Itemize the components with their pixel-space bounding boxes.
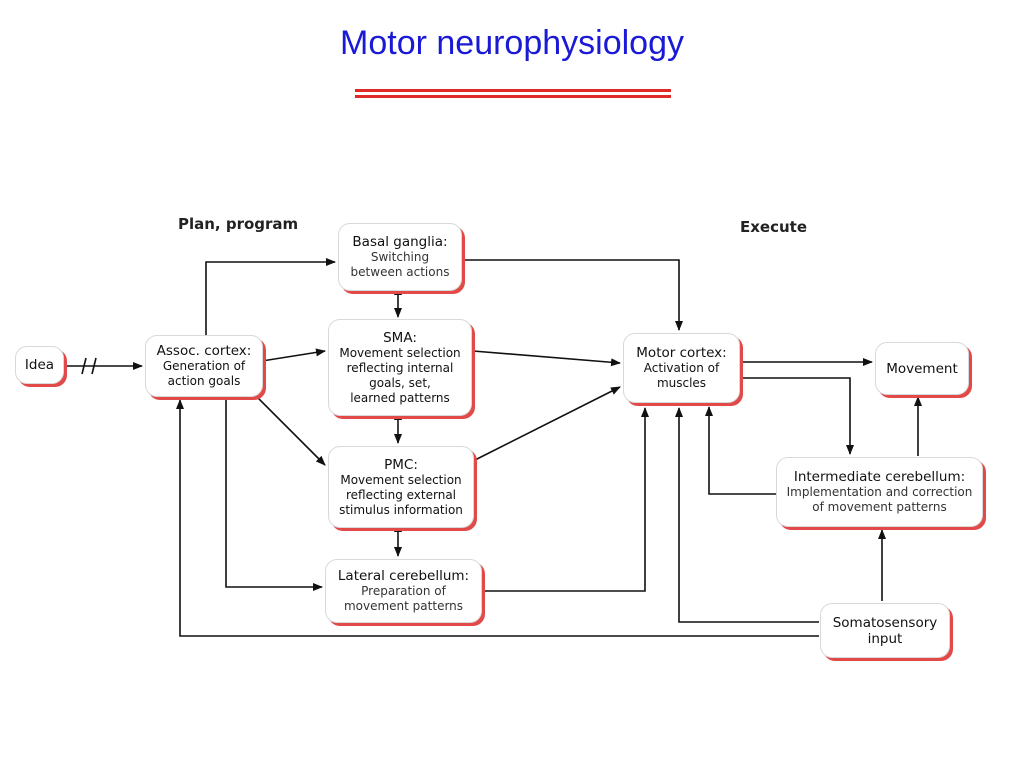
node-motor-title: Motor cortex: [636,345,727,361]
title-underline-top [355,89,671,92]
arrow-assoc-lateral [225,398,323,591]
node-somatosensory-input: Somatosensory input [820,603,950,658]
arrow-assoc-basal [205,258,336,337]
node-assoc-line: Generation of [162,359,246,373]
node-pmc-line: reflecting external [345,487,457,502]
node-sma-title: SMA: [383,329,417,346]
slide-title: Motor neurophysiology [340,24,684,62]
node-motor-cortex: Motor cortex: Activation of muscles [623,333,740,403]
title-underline-bottom [355,95,671,98]
arrow-sma-motor [472,350,621,367]
node-basal-ganglia: Basal ganglia: Switching between actions [338,223,462,291]
execute-label: Execute [740,218,808,236]
node-lateral-cerebellum: Lateral cerebellum: Preparation of movem… [325,559,482,623]
node-intermediate-line: Implementation and correction [786,485,973,499]
arrow-pmc-motor [474,386,621,461]
arrow-assoc-pmc [253,393,326,466]
node-assoc-line: action goals [167,374,241,388]
node-pmc: PMC: Movement selection reflecting exter… [328,446,474,528]
node-sma: SMA: Movement selection reflecting inter… [328,319,472,416]
node-intermediate-line: of movement patterns [812,500,947,514]
arrow-lateral-motor [483,407,649,592]
arrow-somato-motor [675,407,819,623]
node-assoc-title: Assoc. cortex: [156,343,252,359]
plan-program-label: Plan, program [178,215,299,233]
node-movement: Movement [875,342,969,395]
node-intermediate-cerebellum: Intermediate cerebellum: Implementation … [776,457,983,527]
node-idea-label: Idea [24,357,55,373]
node-lateral-line: movement patterns [343,599,464,613]
node-lateral-line: Preparation of [361,584,446,598]
node-basal-line: Switching [370,250,430,264]
node-lateral-title: Lateral cerebellum: [337,568,470,584]
break-mark-2 [91,357,97,375]
node-sma-line: Movement selection [339,345,461,360]
arrow-somato-assoc [176,399,819,637]
node-somato-line: Somatosensory [832,614,938,631]
node-sma-line: learned patterns [350,390,450,405]
node-basal-line: between actions [350,265,450,279]
arrow-assoc-sma [261,348,326,362]
node-movement-label: Movement [886,360,958,377]
node-somato-line: input [867,630,903,647]
node-assoc-cortex: Assoc. cortex: Generation of action goal… [145,335,263,397]
node-sma-line: goals, set, [369,375,431,390]
node-intermediate-title: Intermediate cerebellum: [793,469,966,485]
node-idea: Idea [15,346,64,384]
node-pmc-line: stimulus information [339,502,463,517]
arrow-intermediate-motor [705,406,776,495]
node-motor-line: muscles [656,376,707,390]
arrow-basal-motor [462,259,683,331]
arrow-motor-intermediate [741,377,854,455]
node-pmc-title: PMC: [384,456,418,473]
node-pmc-line: Movement selection [340,472,462,487]
node-motor-line: Activation of [643,361,720,375]
node-sma-line: reflecting internal [346,360,454,375]
node-basal-title: Basal ganglia: [352,234,448,250]
break-mark-1 [81,357,87,375]
